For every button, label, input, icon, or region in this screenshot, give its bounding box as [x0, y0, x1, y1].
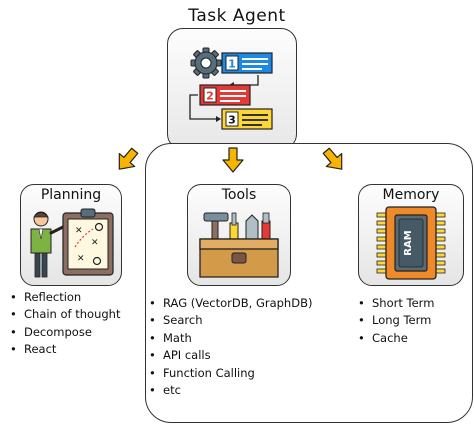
svg-text:✕: ✕ — [77, 254, 85, 264]
planning-card: Planning ✕ ✕ ✕ — [20, 184, 122, 286]
toolbox-icon — [199, 212, 279, 278]
svg-text:1: 1 — [228, 58, 236, 71]
down-arrow-icon — [118, 147, 139, 170]
list-item: Decompose — [8, 324, 120, 342]
tools-title: Tools — [221, 187, 257, 203]
tools-list: RAG (VectorDB, GraphDB) Search Math API … — [147, 295, 312, 400]
memory-card: Memory RAM — [358, 184, 464, 286]
list-item: RAG (VectorDB, GraphDB) — [147, 295, 312, 313]
task-list-icon: 1 2 3 — [189, 47, 273, 130]
svg-text:2: 2 — [206, 90, 214, 103]
list-item: Search — [147, 312, 312, 330]
planning-list: Reflection Chain of thought Decompose Re… — [8, 289, 120, 359]
agent-title: Task Agent — [188, 6, 286, 26]
list-item: Chain of thought — [8, 306, 120, 324]
list-item: API calls — [147, 347, 312, 365]
svg-text:✕: ✕ — [91, 238, 99, 248]
memory-chip-icon: RAM — [376, 206, 446, 280]
list-item: Cache — [356, 330, 434, 348]
ram-label: RAM — [403, 230, 414, 255]
strategy-board-icon: ✕ ✕ ✕ — [62, 208, 114, 276]
list-item: Math — [147, 330, 312, 348]
memory-title: Memory — [382, 187, 440, 203]
memory-list: Short Term Long Term Cache — [356, 295, 434, 348]
down-arrow-icon — [222, 147, 244, 173]
down-arrow-icon — [322, 147, 343, 170]
svg-text:✕: ✕ — [75, 226, 83, 236]
svg-text:3: 3 — [228, 114, 236, 127]
list-item: Short Term — [356, 295, 434, 313]
tools-card: Tools — [187, 184, 291, 286]
presenter-icon — [30, 211, 65, 278]
task-agent-card: 1 2 3 — [167, 28, 297, 150]
gear-icon — [190, 47, 222, 79]
list-item: React — [8, 341, 120, 359]
list-item: Reflection — [8, 289, 120, 307]
list-item: etc — [147, 382, 312, 400]
list-item: Function Calling — [147, 365, 312, 383]
list-item: Long Term — [356, 312, 434, 330]
planning-title: Planning — [40, 187, 102, 203]
